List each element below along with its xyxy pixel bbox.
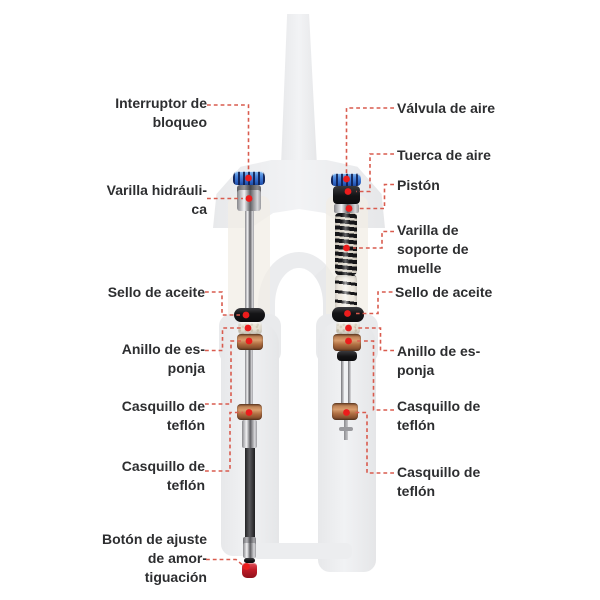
- label-casquillo-teflon-derecho-superior: Casquillo de teflón: [397, 397, 480, 435]
- label-line: Casquillo de: [121, 458, 205, 474]
- rebound-adjuster-knob: [242, 563, 257, 578]
- label-line: Anillo de es-: [121, 341, 205, 357]
- label-line: Sello de aceite: [107, 284, 205, 300]
- air-nut: [333, 186, 360, 204]
- label-line: Válvula de aire: [397, 100, 496, 116]
- label-line: de amor-: [147, 550, 207, 566]
- label-sello-de-aceite-derecho: Sello de aceite: [395, 283, 492, 302]
- label-line: teflón: [166, 477, 205, 493]
- label-line: soporte de: [397, 241, 469, 257]
- right-oil-seal: [332, 307, 364, 322]
- left-foam-ring: [238, 322, 262, 334]
- spring-support-rod-right: [348, 361, 351, 403]
- label-line: Casquillo de: [397, 398, 481, 414]
- label-varilla-hidraulica: Varilla hidráuli- ca: [107, 181, 207, 219]
- label-piston: Pistón: [397, 176, 440, 195]
- label-line: Anillo de es-: [397, 343, 481, 359]
- label-anillo-de-esponja-izquierdo: Anillo de es- ponja: [122, 340, 205, 378]
- label-line: Varilla de: [397, 222, 459, 238]
- label-casquillo-teflon-derecho-inferior: Casquillo de teflón: [397, 463, 480, 501]
- label-line: Casquillo de: [121, 398, 205, 414]
- label-line: teflón: [397, 483, 436, 499]
- hydraulic-rod-head: [237, 185, 261, 211]
- air-valve-blue-cap: [331, 173, 361, 186]
- right-teflon-bushing-lower: [332, 403, 358, 420]
- leader-valvula: [345, 107, 394, 174]
- coil-spring-lower: [335, 275, 357, 312]
- lockout-dial-blue-cap: [233, 171, 265, 185]
- right-foam-ring: [336, 322, 360, 334]
- spring-seat: [337, 351, 357, 361]
- clevis-crossbar: [339, 427, 353, 431]
- label-line: Varilla hidráuli-: [106, 182, 207, 198]
- label-line: Pistón: [397, 177, 440, 193]
- label-line: ponja: [167, 360, 205, 376]
- label-valvula-de-aire: Válvula de aire: [397, 99, 495, 118]
- label-line: Sello de aceite: [395, 284, 493, 300]
- label-line: tiguación: [144, 569, 207, 585]
- ghost-axle-bar: [252, 543, 352, 559]
- label-line: bloqueo: [152, 114, 207, 130]
- left-teflon-bushing-upper: [237, 334, 263, 350]
- label-line: Tuerca de aire: [397, 147, 491, 163]
- left-sleeve: [242, 420, 257, 448]
- coil-spring-upper: [335, 213, 357, 275]
- left-inner-rod: [245, 350, 253, 404]
- label-line: Casquillo de: [397, 464, 481, 480]
- label-line: Interruptor de: [115, 95, 207, 111]
- label-line: ponja: [397, 362, 435, 378]
- knob-collar: [244, 558, 255, 563]
- ghost-steerer-tube: [281, 14, 317, 166]
- label-interruptor-de-bloqueo: Interruptor de bloqueo: [115, 94, 207, 132]
- leader-boton: [206, 558, 243, 566]
- label-anillo-de-esponja-derecho: Anillo de es- ponja: [397, 342, 480, 380]
- leader-interruptor: [207, 104, 250, 172]
- label-line: Botón de ajuste: [101, 531, 207, 547]
- label-varilla-de-soporte-de-muelle: Varilla de soporte de muelle: [397, 221, 469, 278]
- label-line: muelle: [397, 260, 442, 276]
- label-tuerca-de-aire: Tuerca de aire: [397, 146, 491, 165]
- rebound-rod-tip: [243, 537, 256, 558]
- label-casquillo-teflon-izquierdo-superior: Casquillo de teflón: [122, 397, 205, 435]
- right-teflon-bushing-upper: [333, 334, 361, 351]
- left-teflon-bushing-lower: [237, 404, 262, 420]
- label-sello-de-aceite-izquierdo: Sello de aceite: [108, 283, 205, 302]
- piston-ring: [334, 204, 359, 213]
- left-oil-seal: [234, 308, 265, 322]
- label-line: ca: [191, 201, 207, 217]
- rebound-rod: [245, 448, 255, 537]
- label-boton-de-ajuste: Botón de ajuste de amor- tiguación: [102, 530, 207, 587]
- label-casquillo-teflon-izquierdo-inferior: Casquillo de teflón: [122, 457, 205, 495]
- label-line: teflón: [166, 417, 205, 433]
- label-line: teflón: [397, 417, 436, 433]
- spring-support-rod-left: [341, 361, 344, 403]
- hydraulic-rod-shaft: [245, 211, 254, 311]
